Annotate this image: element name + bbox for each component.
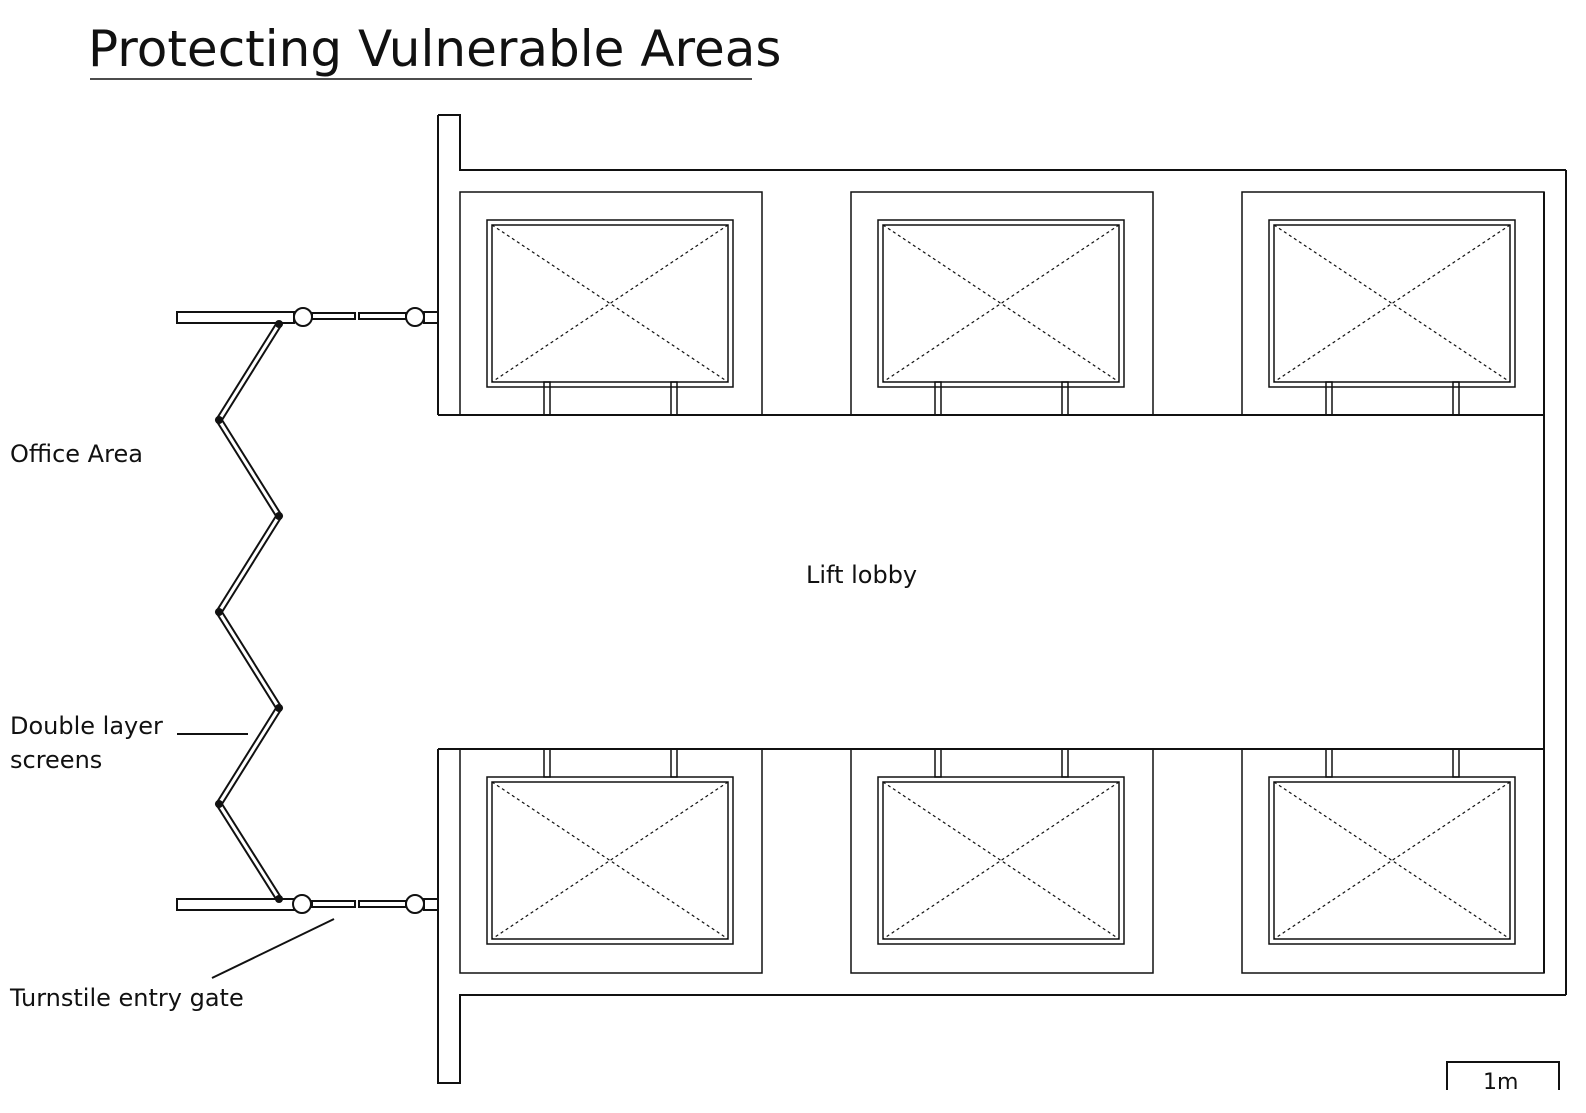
turnstile-arm bbox=[311, 900, 356, 908]
lift-door-jamb-left bbox=[934, 748, 942, 778]
screen-hinge bbox=[275, 895, 283, 903]
scale-bar: 1m bbox=[1446, 1061, 1560, 1095]
lift-door-jamb-right bbox=[1452, 381, 1460, 416]
turnstile-pivot bbox=[293, 307, 313, 327]
lift-top-1 bbox=[459, 191, 763, 416]
lift-shaft-top-1 bbox=[459, 191, 763, 416]
lift-door-jamb-left bbox=[1325, 748, 1333, 778]
turnstile-arm bbox=[358, 900, 407, 908]
turnstile-arm bbox=[358, 312, 407, 320]
turnstile-gate-bottom bbox=[176, 894, 439, 914]
lift-door-jamb-right bbox=[1061, 381, 1069, 416]
lift-shaft-bottom-3 bbox=[1241, 748, 1545, 974]
screen-hinge bbox=[275, 512, 283, 520]
lift-top-3 bbox=[1241, 191, 1545, 416]
screen-hinge bbox=[215, 800, 223, 808]
screen-hinge bbox=[275, 704, 283, 712]
turnstile-leader-line bbox=[211, 918, 335, 979]
lift-door-jamb-left bbox=[934, 381, 942, 416]
lift-door-jamb-left bbox=[543, 748, 551, 778]
screen-hinge bbox=[215, 416, 223, 424]
lift-car-inner-bottom-2 bbox=[882, 781, 1120, 940]
screen-hinge bbox=[215, 608, 223, 616]
lift-bottom-3 bbox=[1241, 748, 1545, 974]
lift-lobby-label: Lift lobby bbox=[806, 561, 917, 589]
lift-car-inner-bottom-1 bbox=[491, 781, 729, 940]
screens-label-line1: Double layer bbox=[10, 712, 163, 740]
turnstile-pivot bbox=[405, 894, 425, 914]
lift-car-outer-bottom-2 bbox=[877, 776, 1125, 945]
lift-door-jamb-right bbox=[1452, 748, 1460, 778]
turnstile-gate-top bbox=[176, 307, 439, 327]
office-area-label: Office Area bbox=[10, 440, 143, 468]
lift-car-inner-top-2 bbox=[882, 224, 1120, 383]
lift-bottom-2 bbox=[850, 748, 1154, 974]
scale-label: 1m bbox=[1483, 1070, 1518, 1095]
lift-car-outer-bottom-3 bbox=[1268, 776, 1516, 945]
turnstile-pivot bbox=[405, 307, 425, 327]
screens-label-line2: screens bbox=[10, 746, 102, 774]
screen-hinge bbox=[275, 320, 283, 328]
lift-top-2 bbox=[850, 191, 1154, 416]
diagram-title: Protecting Vulnerable Areas bbox=[88, 20, 781, 78]
lift-shaft-bottom-1 bbox=[459, 748, 763, 974]
lift-bottom-1 bbox=[459, 748, 763, 974]
turnstile-post bbox=[423, 311, 439, 324]
turnstile-pivot bbox=[292, 894, 312, 914]
lift-door-jamb-right bbox=[670, 381, 678, 416]
lobby-walls bbox=[437, 114, 1567, 1084]
turnstile-label: Turnstile entry gate bbox=[9, 984, 244, 1012]
turnstile-arm bbox=[311, 312, 356, 320]
lift-shaft-top-2 bbox=[850, 191, 1154, 416]
lift-car-outer-bottom-1 bbox=[486, 776, 734, 945]
double-layer-screens bbox=[214, 320, 284, 903]
lift-car-outer-top-2 bbox=[877, 219, 1125, 388]
lift-car-outer-top-3 bbox=[1268, 219, 1516, 388]
lift-shaft-bottom-2 bbox=[850, 748, 1154, 974]
lift-door-jamb-right bbox=[670, 748, 678, 778]
lift-car-inner-top-1 bbox=[491, 224, 729, 383]
lift-door-jamb-right bbox=[1061, 748, 1069, 778]
lift-door-jamb-left bbox=[1325, 381, 1333, 416]
lift-car-inner-bottom-3 bbox=[1273, 781, 1511, 940]
lift-shaft-top-3 bbox=[1241, 191, 1545, 416]
turnstile-post bbox=[423, 898, 439, 911]
lift-door-jamb-left bbox=[543, 381, 551, 416]
lift-car-outer-top-1 bbox=[486, 219, 734, 388]
lift-car-inner-top-3 bbox=[1273, 224, 1511, 383]
